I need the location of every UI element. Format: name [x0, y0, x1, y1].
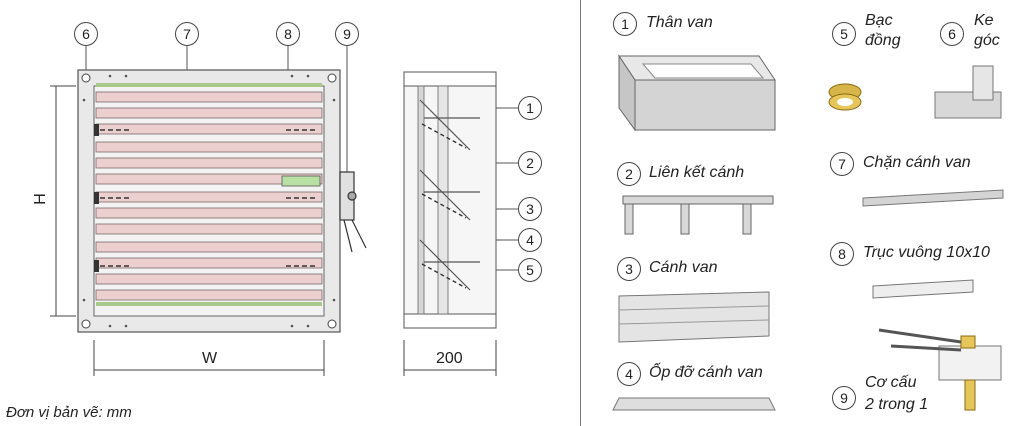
height-label: H	[31, 193, 49, 205]
callout-4: 4	[518, 228, 542, 252]
callout-6: 6	[74, 22, 98, 46]
damper-drawing-svg	[50, 46, 518, 376]
part-3-number: 3	[617, 257, 641, 281]
part-4-number: 4	[617, 362, 641, 386]
height-dimension	[50, 85, 76, 317]
part-1-number: 1	[613, 12, 637, 36]
callout-5: 5	[518, 258, 542, 282]
part-8-number: 8	[830, 242, 854, 266]
part-6-number: 6	[940, 22, 964, 46]
part-6-name-line2: góc	[974, 32, 1000, 49]
part-9-name-line1: Cơ cấu	[865, 374, 917, 391]
callout-7: 7	[175, 22, 199, 46]
part-5-name-line1: Bạc	[865, 12, 893, 29]
part-4-image	[612, 397, 776, 411]
callout-9: 9	[335, 22, 359, 46]
part-9-number: 9	[832, 386, 856, 410]
side-view	[403, 71, 497, 329]
part-9-name-line2: 2 trong 1	[865, 396, 929, 413]
width-dimension	[93, 340, 325, 376]
part-3-image	[618, 291, 770, 343]
callout-8: 8	[276, 22, 300, 46]
parts-illustrations	[612, 54, 1004, 411]
front-view	[77, 69, 367, 333]
part-8-image	[872, 279, 974, 299]
technical-drawing: 6 7 8 9 1 2 3 4 5 H W 200 Đơn vị bản vẽ:…	[6, 22, 542, 421]
part-6-image	[934, 65, 1002, 119]
depth-dimension	[403, 340, 497, 376]
part-7-image	[862, 189, 1004, 207]
part-5-number: 5	[832, 22, 856, 46]
width-label: W	[202, 350, 218, 367]
callout-3: 3	[518, 197, 542, 221]
part-7-name: Chặn cánh van	[863, 154, 971, 171]
part-2-image	[622, 195, 774, 235]
parts-legend: 1 Thân van 2 Liên kết cánh 3 Cánh van 4 …	[583, 0, 1024, 426]
part-2-name: Liên kết cánh	[649, 164, 745, 181]
part-5-image	[828, 83, 862, 111]
part-1-image	[618, 54, 776, 132]
callout-1: 1	[518, 96, 542, 120]
part-3-name: Cánh van	[649, 259, 718, 276]
part-7-number: 7	[830, 152, 854, 176]
part-4-name: Ốp đỡ cánh van	[649, 364, 763, 381]
part-8-name: Trục vuông 10x10	[863, 244, 990, 261]
depth-label: 200	[436, 350, 463, 367]
unit-note: Đơn vị bản vẽ: mm	[6, 404, 132, 421]
panel-divider	[580, 0, 581, 426]
part-1-name: Thân van	[646, 14, 713, 31]
part-2-number: 2	[617, 162, 641, 186]
part-6-name-line1: Ke	[974, 12, 994, 29]
callout-2: 2	[518, 151, 542, 175]
part-5-name-line2: đồng	[865, 32, 901, 49]
part-9-image	[878, 328, 1002, 411]
